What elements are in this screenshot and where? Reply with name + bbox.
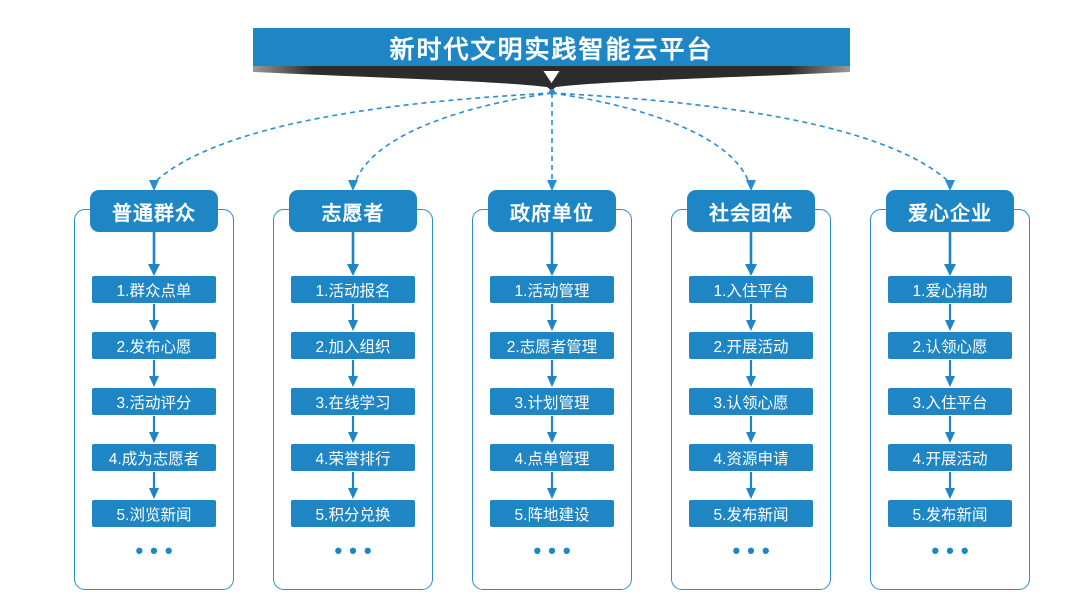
- column-steps: 1.入住平台 2.开展活动 3.认领心愿 4.资源申请 5.发布新闻 •••: [671, 232, 831, 563]
- down-arrow-icon: [348, 416, 358, 443]
- down-arrow-icon: [746, 472, 756, 499]
- down-arrow-icon: [745, 232, 757, 276]
- step-box: 5.浏览新闻: [92, 500, 216, 527]
- step-box: 4.资源申请: [689, 444, 813, 471]
- down-arrow-icon: [944, 232, 956, 276]
- down-arrow-icon: [347, 232, 359, 276]
- down-arrow-icon: [149, 416, 159, 443]
- ribbon-shape: [253, 66, 850, 91]
- column-header: 政府单位: [488, 190, 616, 232]
- step-box: 1.入住平台: [689, 276, 813, 303]
- role-column: 社会团体 1.入住平台 2.开展活动 3.认领心愿 4.资源申请 5.发布新闻 •••: [671, 190, 831, 592]
- step-box: 2.志愿者管理: [490, 332, 614, 359]
- column-steps: 1.爱心捐助 2.认领心愿 3.入住平台 4.开展活动 5.发布新闻 •••: [870, 232, 1030, 563]
- down-arrow-icon: [945, 360, 955, 387]
- step-box: 2.认领心愿: [888, 332, 1012, 359]
- column-header: 爱心企业: [886, 190, 1014, 232]
- step-box: 5.发布新闻: [888, 500, 1012, 527]
- down-arrow-icon: [945, 416, 955, 443]
- column-header: 社会团体: [687, 190, 815, 232]
- down-arrow-icon: [547, 472, 557, 499]
- ellipsis-dots: •••: [533, 538, 578, 563]
- step-box: 4.开展活动: [888, 444, 1012, 471]
- role-column: 政府单位 1.活动管理 2.志愿者管理 3.计划管理 4.点单管理 5.阵地建设 •••: [472, 190, 632, 592]
- step-box: 2.开展活动: [689, 332, 813, 359]
- ellipsis-dots: •••: [732, 538, 777, 563]
- step-box: 1.爱心捐助: [888, 276, 1012, 303]
- ellipsis-dots: •••: [135, 538, 180, 563]
- step-box: 2.加入组织: [291, 332, 415, 359]
- step-box: 3.计划管理: [490, 388, 614, 415]
- role-column: 志愿者 1.活动报名 2.加入组织 3.在线学习 4.荣誉排行 5.积分兑换 •••: [273, 190, 433, 592]
- step-box: 4.成为志愿者: [92, 444, 216, 471]
- down-arrow-icon: [148, 232, 160, 276]
- step-box: 3.入住平台: [888, 388, 1012, 415]
- step-box: 5.发布新闻: [689, 500, 813, 527]
- step-box: 2.发布心愿: [92, 332, 216, 359]
- down-arrow-icon: [149, 472, 159, 499]
- down-arrow-icon: [348, 360, 358, 387]
- step-box: 3.在线学习: [291, 388, 415, 415]
- down-arrow-icon: [348, 472, 358, 499]
- step-box: 4.点单管理: [490, 444, 614, 471]
- column-steps: 1.活动报名 2.加入组织 3.在线学习 4.荣誉排行 5.积分兑换 •••: [273, 232, 433, 563]
- down-arrow-icon: [547, 416, 557, 443]
- down-arrow-icon: [546, 232, 558, 276]
- down-arrow-icon: [149, 304, 159, 331]
- down-arrow-icon: [746, 304, 756, 331]
- step-box: 5.阵地建设: [490, 500, 614, 527]
- down-arrow-icon: [746, 360, 756, 387]
- ellipsis-dots: •••: [931, 538, 976, 563]
- step-box: 1.群众点单: [92, 276, 216, 303]
- platform-title-banner: 新时代文明实践智能云平台: [253, 28, 850, 67]
- down-arrow-icon: [547, 304, 557, 331]
- step-box: 1.活动报名: [291, 276, 415, 303]
- down-arrow-icon: [746, 416, 756, 443]
- column-steps: 1.群众点单 2.发布心愿 3.活动评分 4.成为志愿者 5.浏览新闻 •••: [74, 232, 234, 563]
- step-box: 5.积分兑换: [291, 500, 415, 527]
- column-header: 普通群众: [90, 190, 218, 232]
- column-header: 志愿者: [289, 190, 417, 232]
- step-box: 3.认领心愿: [689, 388, 813, 415]
- column-steps: 1.活动管理 2.志愿者管理 3.计划管理 4.点单管理 5.阵地建设 •••: [472, 232, 632, 563]
- down-arrow-icon: [348, 304, 358, 331]
- down-arrow-icon: [945, 304, 955, 331]
- step-box: 3.活动评分: [92, 388, 216, 415]
- step-box: 4.荣誉排行: [291, 444, 415, 471]
- down-arrow-icon: [149, 360, 159, 387]
- role-column: 普通群众 1.群众点单 2.发布心愿 3.活动评分 4.成为志愿者 5.浏览新闻 •••: [74, 190, 234, 592]
- platform-title: 新时代文明实践智能云平台: [389, 35, 714, 64]
- down-chevron-icon: [543, 71, 560, 83]
- down-arrow-icon: [945, 472, 955, 499]
- role-column: 爱心企业 1.爱心捐助 2.认领心愿 3.入住平台 4.开展活动 5.发布新闻 •••: [870, 190, 1030, 592]
- step-box: 1.活动管理: [490, 276, 614, 303]
- ellipsis-dots: •••: [334, 538, 379, 563]
- down-arrow-icon: [547, 360, 557, 387]
